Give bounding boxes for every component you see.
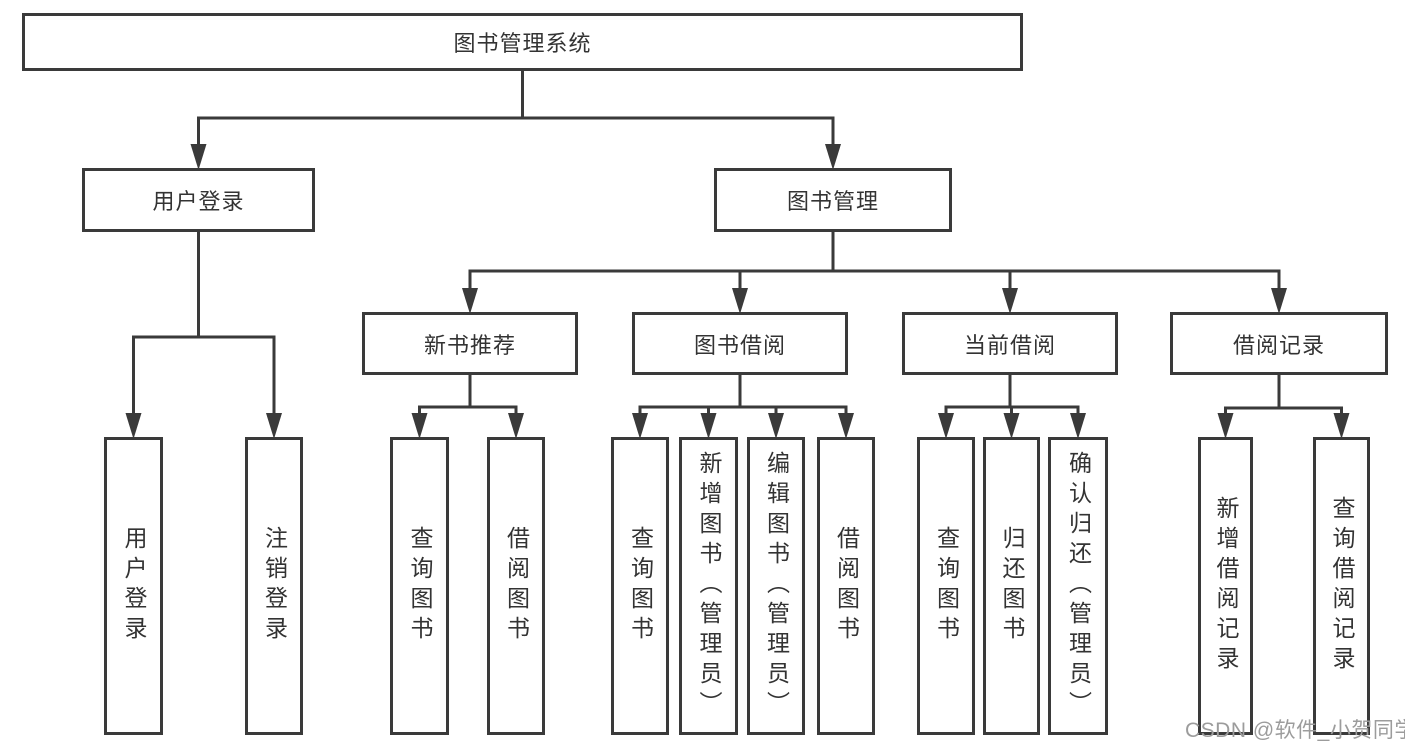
node-label: 新书推荐 (423, 332, 516, 358)
node-leaf-borrow-books: 借阅图书 (817, 437, 875, 735)
node-label: 借阅记录 (1232, 332, 1325, 358)
node-label: 注销登录 (261, 526, 288, 646)
node-label: 新增图书（管理员） (696, 451, 722, 721)
node-label: 当前借阅 (963, 332, 1056, 358)
node-label: 图书借阅 (693, 332, 786, 358)
node-leaf-user-login: 用户登录 (104, 437, 163, 735)
node-borrow-records: 借阅记录 (1170, 312, 1388, 375)
node-book-mgmt: 图书管理 (714, 168, 952, 232)
node-label: 借阅图书 (833, 526, 860, 646)
node-label: 用户登录 (152, 189, 245, 214)
node-leaf-query-books-cur: 查询图书 (917, 437, 975, 735)
node-leaf-query-books-borrow: 查询图书 (611, 437, 669, 735)
node-label: 确认归还（管理员） (1065, 451, 1092, 721)
node-current-borrow: 当前借阅 (902, 312, 1118, 375)
node-new-book-rec: 新书推荐 (362, 312, 578, 375)
node-root: 图书管理系统 (22, 13, 1023, 71)
node-label: 图书管理系统 (453, 31, 592, 56)
node-leaf-query-books-rec: 查询图书 (390, 437, 449, 735)
node-label: 编辑图书（管理员） (763, 451, 790, 721)
node-label: 用户登录 (121, 526, 147, 646)
watermark-text: CSDN @软件_小贺同学 (1185, 719, 1405, 742)
node-label: 新增借阅记录 (1213, 496, 1239, 676)
node-label: 查询借阅记录 (1329, 496, 1355, 676)
node-leaf-borrow-books-rec: 借阅图书 (487, 437, 545, 735)
node-book-borrow: 图书借阅 (632, 312, 848, 375)
node-label: 查询图书 (933, 526, 960, 646)
node-leaf-add-books-admin: 新增图书（管理员） (679, 437, 738, 735)
node-leaf-query-borrow-record: 查询借阅记录 (1313, 437, 1370, 735)
node-leaf-edit-books-admin: 编辑图书（管理员） (747, 437, 805, 735)
node-leaf-return-books: 归还图书 (983, 437, 1040, 735)
node-label: 图书管理 (786, 189, 879, 214)
node-leaf-confirm-return: 确认归还（管理员） (1048, 437, 1108, 735)
node-leaf-add-borrow-record: 新增借阅记录 (1198, 437, 1253, 735)
node-user-login: 用户登录 (82, 168, 315, 232)
node-label: 查询图书 (627, 526, 654, 646)
node-label: 借阅图书 (503, 526, 530, 646)
node-label: 归还图书 (999, 526, 1025, 646)
node-leaf-logout: 注销登录 (245, 437, 303, 735)
node-label: 查询图书 (407, 526, 433, 646)
